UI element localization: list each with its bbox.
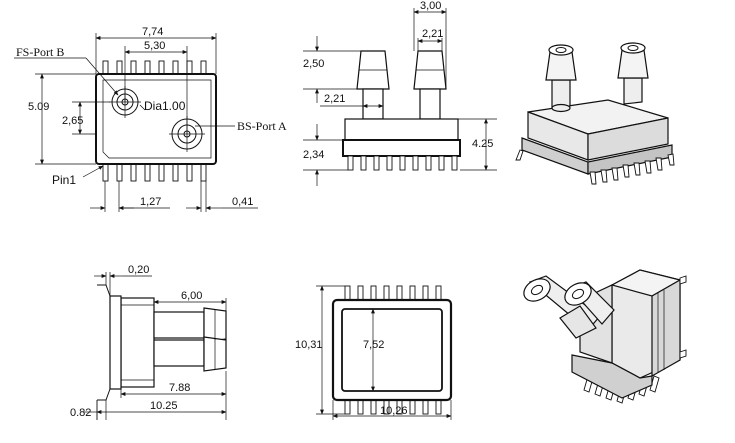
dim-port-spacing: 5,30: [144, 40, 165, 52]
iso-view-top: [515, 42, 675, 185]
dim-inner-length: 7,52: [363, 339, 384, 351]
front-view: 3,00 2,21 2,50 2,21 4.25 2,34: [303, 0, 497, 186]
dim-width-overall: 7,74: [142, 26, 163, 38]
dim-front-port-height: 2,50: [303, 58, 324, 70]
label-port-a: BS-Port A: [237, 119, 287, 133]
top-view-pins-lower: [102, 162, 207, 182]
dim-front-port-tip: 2,21: [422, 28, 443, 40]
dim-front-port-spacing: 3,00: [420, 0, 441, 12]
dim-front-port-base: 2,21: [324, 93, 345, 105]
dim-standoff: 0.82: [70, 407, 91, 419]
iso-view-bottom: [523, 269, 687, 404]
side-body: [120, 297, 155, 388]
dim-overall-length: 10.25: [150, 400, 178, 412]
dim-port-length: 6,00: [181, 290, 202, 302]
bottom-view: 7,52 10,31 10,26: [295, 285, 453, 420]
dim-port-diameter: Dia1.00: [144, 99, 186, 113]
dim-lead-thickness: 0,20: [128, 264, 149, 276]
dim-height-overall: 5.09: [28, 101, 49, 113]
bottom-body-inner: [341, 308, 443, 392]
front-body: [344, 118, 459, 141]
side-view: 0,20 6,00 7.88 10.25 0.82: [70, 264, 227, 420]
top-view: 7,74 5,30 5.09 2,65 Dia1.00 FS-Port B BS…: [14, 26, 287, 212]
label-pin1: Pin1: [52, 173, 76, 187]
label-port-b: FS-Port B: [16, 45, 64, 59]
dim-port-offset: 2,65: [62, 115, 83, 127]
iso-top-legs: [515, 149, 675, 185]
top-view-body-inner: [102, 79, 212, 159]
dim-overall-width: 10,26: [380, 405, 408, 417]
dim-front-package-height: 2,34: [303, 149, 324, 161]
front-legs: [347, 155, 458, 171]
dim-pin-width: 0,41: [232, 196, 253, 208]
top-view-pins-upper: [102, 60, 207, 78]
dim-pin-pitch: 1,27: [140, 196, 161, 208]
dim-body-to-port: 7.88: [169, 382, 190, 394]
dim-overall-height: 10,31: [295, 339, 323, 351]
top-view-body-outer: [95, 73, 217, 165]
dim-front-body-height: 4.25: [472, 138, 493, 150]
